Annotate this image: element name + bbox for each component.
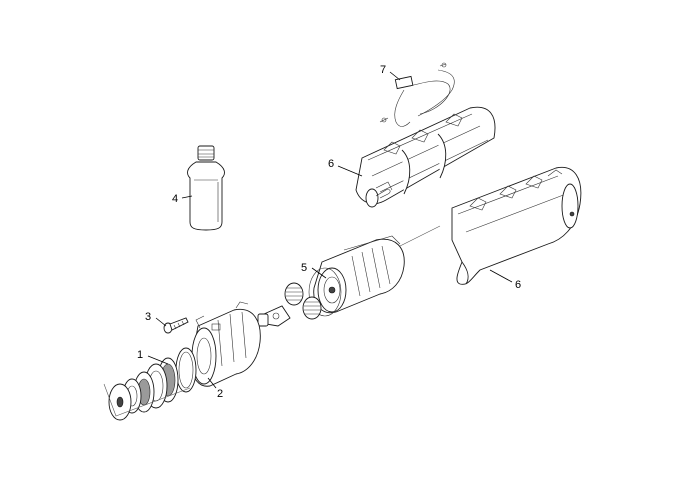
callout-6-upper-housing: 6 <box>328 158 334 170</box>
callout-3: 3 <box>145 311 151 323</box>
callout-7: 7 <box>380 64 386 76</box>
callout-4: 4 <box>172 193 178 205</box>
part-2-gear-housing <box>191 301 261 387</box>
drive-gears <box>257 282 322 327</box>
assembly-guide-line <box>399 225 441 247</box>
part-4-oil-bottle <box>187 145 225 231</box>
retaining-clip <box>375 189 391 199</box>
callout-leaders <box>147 71 513 389</box>
assembly-axis-line <box>103 383 191 417</box>
part-6-upper-housing <box>355 106 496 208</box>
part-6-lower-housing <box>451 166 582 285</box>
o-ring <box>175 347 197 393</box>
callout-2: 2 <box>217 388 223 400</box>
part-1-gear-stack <box>108 357 179 421</box>
callout-1: 1 <box>137 349 143 361</box>
callout-5: 5 <box>301 262 307 274</box>
part-3-screw <box>163 317 189 334</box>
callout-6-lower-housing: 6 <box>515 279 521 291</box>
